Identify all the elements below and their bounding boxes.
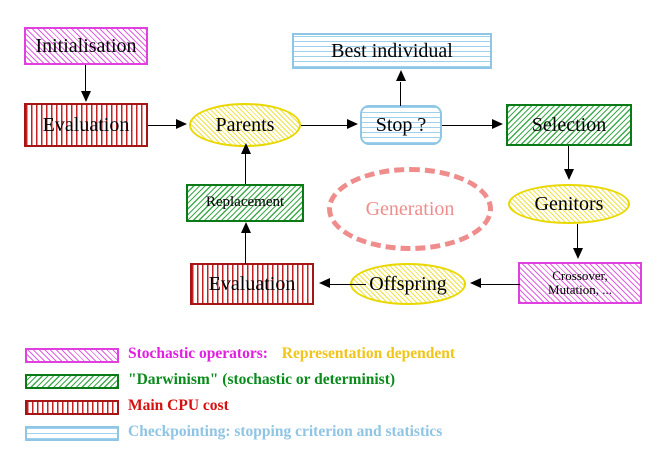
node-evaluation-top[interactable]: Evaluation: [24, 103, 148, 147]
node-genitors[interactable]: Genitors: [508, 184, 630, 224]
arrowhead-up: [241, 143, 251, 154]
legend-swatch-checkpointing: [25, 426, 119, 441]
legend: Stochastic operators: Representation dep…: [0, 340, 662, 441]
node-best-individual[interactable]: Best individual: [292, 33, 492, 69]
legend-swatch-darwinism: [25, 374, 119, 389]
node-stop[interactable]: Stop ?: [360, 105, 442, 145]
edge-replacement-parents: [245, 152, 247, 184]
node-label: Parents: [215, 113, 275, 136]
legend-row: Stochastic operators: Representation dep…: [0, 344, 662, 368]
node-label: Offspring: [369, 272, 447, 295]
legend-label-main-cpu-cost: Main CPU cost: [128, 397, 229, 414]
arrowhead-up: [241, 222, 251, 233]
arrowhead-right: [176, 119, 187, 129]
arrowhead-right: [347, 119, 358, 129]
edge-genitors-crossover: [577, 224, 579, 250]
legend-text-secondary: Representation dependent: [281, 345, 456, 362]
arrowhead-right: [492, 119, 503, 129]
node-label: Evaluation: [208, 272, 296, 295]
node-label: Initialisation: [35, 34, 137, 57]
arrowhead-left: [319, 278, 330, 288]
legend-text-primary: Stochastic operators:: [128, 345, 268, 362]
arrowhead-left: [470, 278, 481, 288]
legend-row: "Darwinism" (stochastic or determinist): [0, 370, 662, 394]
node-label: Generation: [365, 197, 455, 220]
node-label: Genitors: [534, 192, 604, 215]
node-label-line1: Crossover,: [552, 268, 608, 284]
edge-evaluation-replacement: [245, 232, 247, 264]
legend-label-stochastic-operators: Stochastic operators: Representation dep…: [128, 345, 455, 363]
node-evaluation-bottom[interactable]: Evaluation: [190, 263, 314, 305]
edge-crossover-offspring: [480, 284, 520, 286]
edge-parents-stop: [301, 125, 349, 127]
node-crossover-mutation[interactable]: Crossover, Mutation, ...: [518, 262, 642, 304]
node-selection[interactable]: Selection: [506, 104, 632, 146]
legend-label-darwinism: "Darwinism" (stochastic or determinist): [128, 371, 396, 388]
edge-stop-selection: [442, 125, 494, 127]
legend-label-checkpointing: Checkpointing: stopping criterion and st…: [128, 423, 443, 440]
arrowhead-down: [564, 169, 574, 180]
node-generation-annotation: Generation: [327, 167, 493, 251]
node-initialisation[interactable]: Initialisation: [24, 27, 148, 65]
legend-swatch-main-cpu-cost: [25, 400, 119, 415]
edge-stop-best-individual: [400, 82, 402, 106]
arrowhead-up: [396, 70, 406, 81]
edge-evaluation-parents: [148, 125, 178, 127]
node-label-line2: Mutation, ...: [548, 282, 612, 297]
node-label: Selection: [531, 113, 607, 136]
arrowhead-down: [573, 248, 583, 259]
edge-offspring-evaluation: [330, 284, 366, 286]
node-label: Replacement: [205, 194, 285, 211]
legend-row: Checkpointing: stopping criterion and st…: [0, 422, 662, 446]
node-parents[interactable]: Parents: [189, 103, 301, 147]
legend-swatch-stochastic-operators: [25, 348, 119, 363]
edge-selection-genitors: [568, 146, 570, 171]
node-offspring[interactable]: Offspring: [350, 263, 466, 305]
legend-row: Main CPU cost: [0, 396, 662, 420]
edge-initialisation-evaluation: [85, 65, 87, 93]
node-label: Best individual: [331, 39, 453, 62]
node-label: Stop ?: [375, 113, 427, 136]
arrowhead-down: [81, 91, 91, 102]
node-label: Evaluation: [42, 113, 130, 136]
node-replacement[interactable]: Replacement: [186, 184, 304, 222]
